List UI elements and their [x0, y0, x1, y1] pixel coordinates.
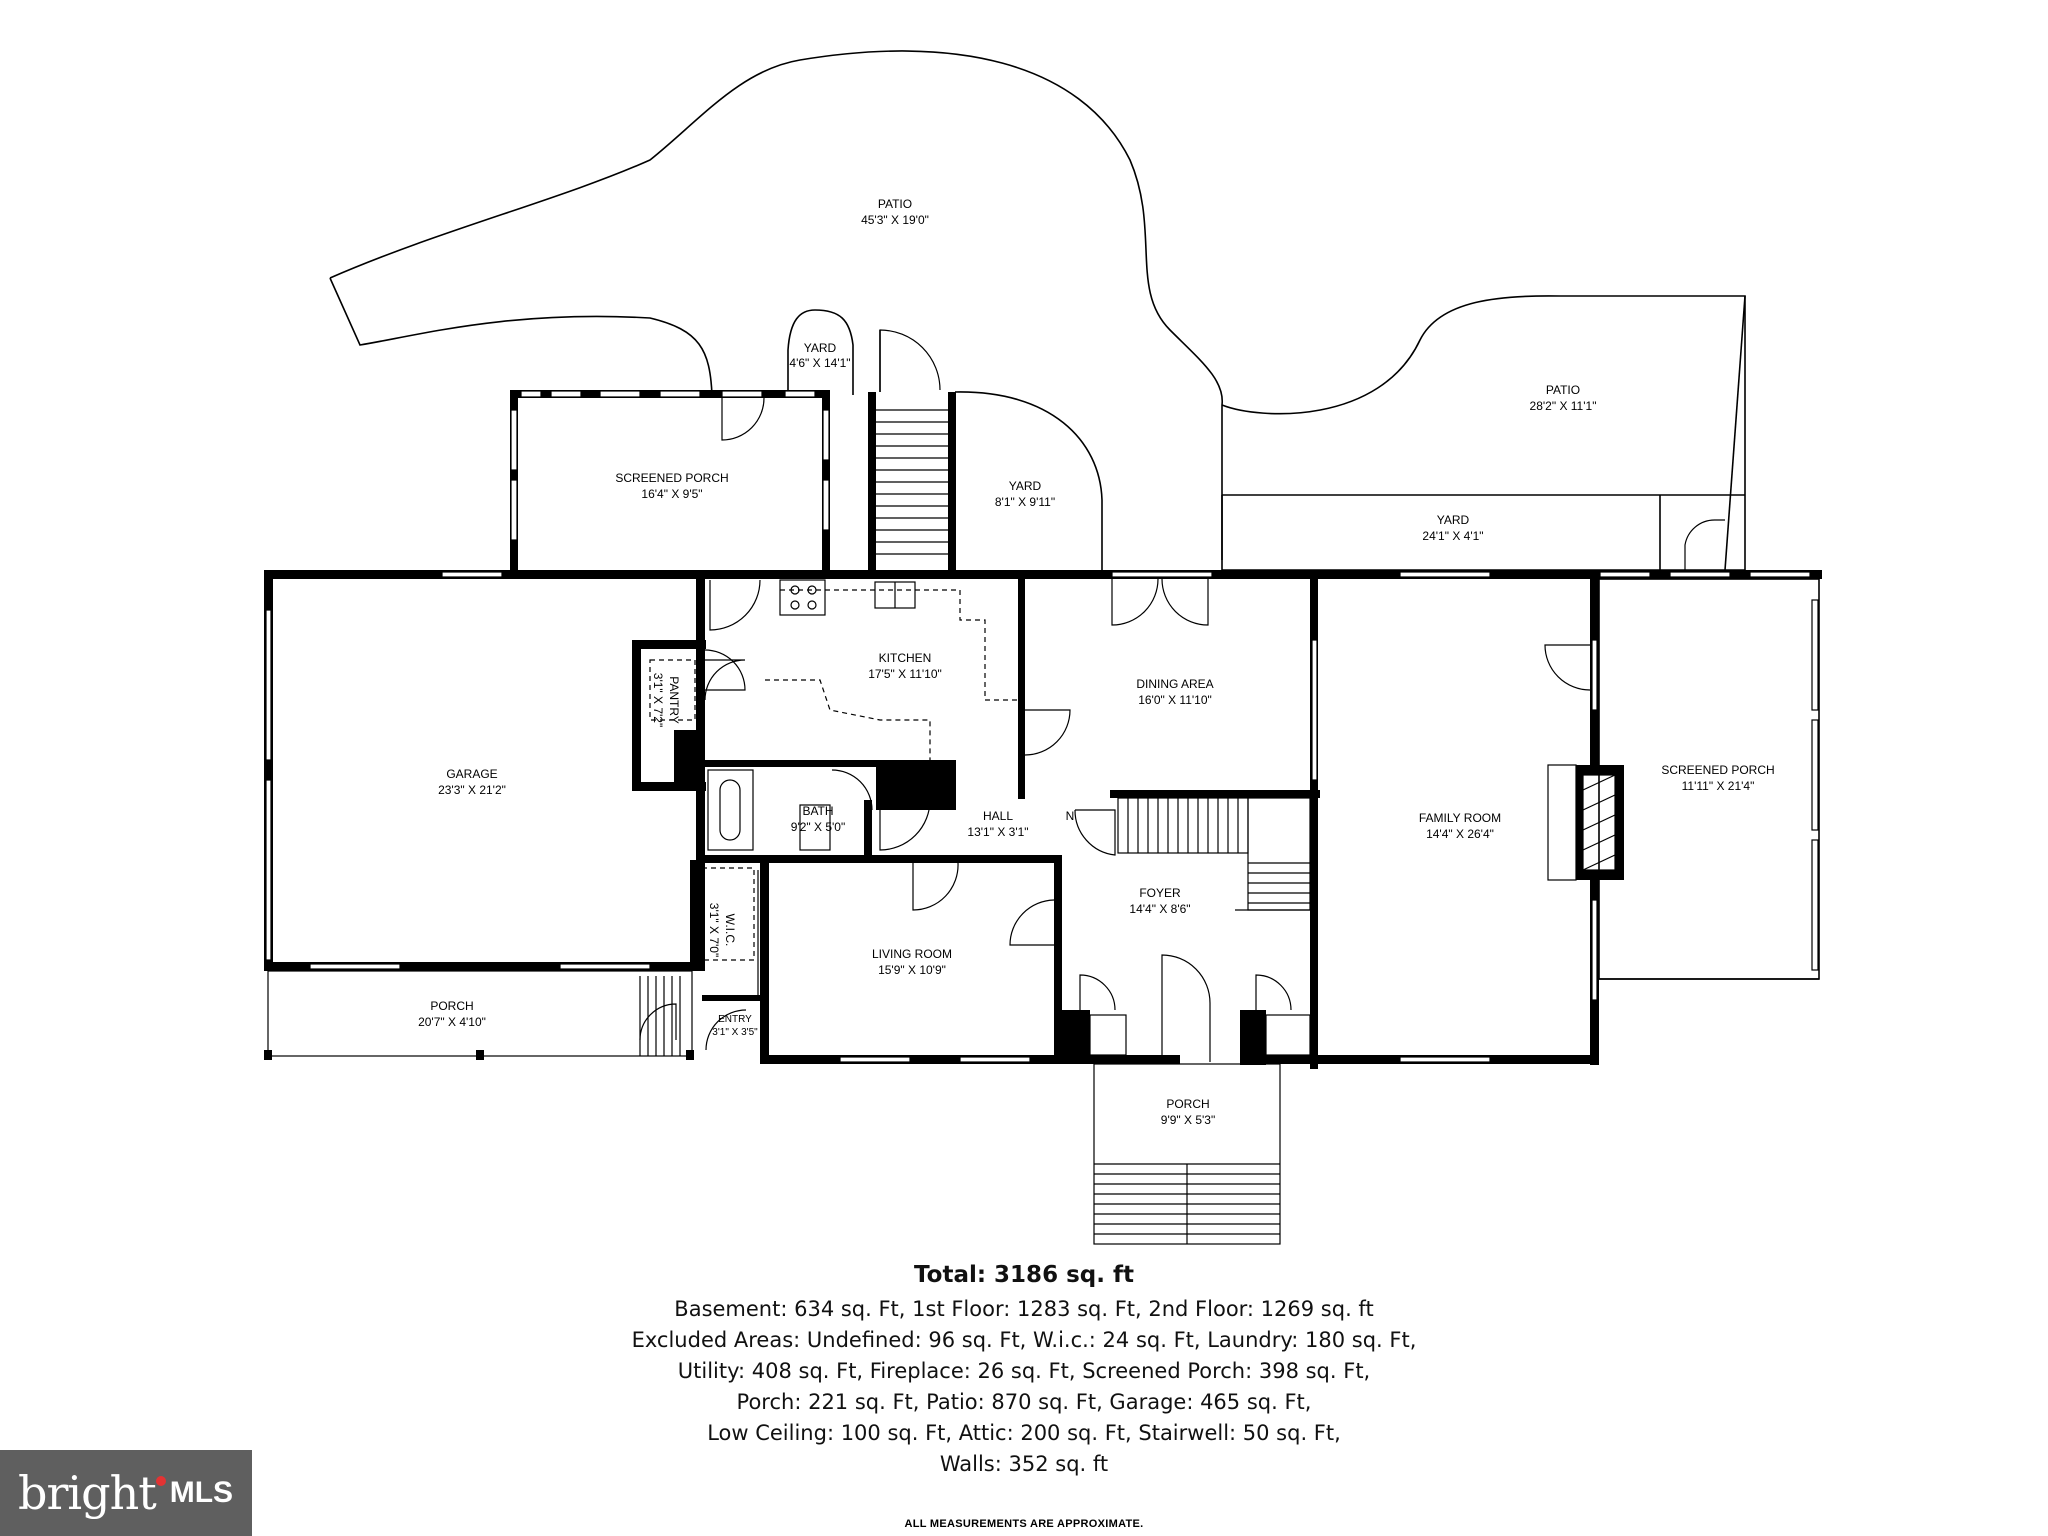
summary-line: Utility: 408 sq. Ft, Fireplace: 26 sq. F… [677, 1359, 1371, 1383]
svg-text:13'1" X 3'1": 13'1" X 3'1" [967, 825, 1028, 839]
svg-text:W.I.C.: W.I.C. [723, 914, 737, 947]
room-label-wic: W.I.C. 3'1" X 7'0" [707, 903, 737, 957]
svg-text:SCREENED PORCH: SCREENED PORCH [1661, 763, 1774, 777]
brand-name: bright [18, 1466, 157, 1520]
yard-mid-outline [954, 391, 1103, 570]
svg-text:17'5" X 11'10": 17'5" X 11'10" [868, 667, 942, 681]
room-label-kitchen: KITCHEN 17'5" X 11'10" [868, 651, 942, 681]
room-label-dining: DINING AREA 16'0" X 11'10" [1136, 677, 1213, 707]
svg-text:28'2" X 11'1": 28'2" X 11'1" [1530, 399, 1597, 413]
svg-text:3'1" X 3'5": 3'1" X 3'5" [712, 1027, 758, 1038]
area-summary: Total: 3186 sq. ft Basement: 634 sq. Ft,… [524, 1262, 1524, 1480]
svg-text:FOYER: FOYER [1139, 886, 1181, 900]
svg-text:YARD: YARD [1009, 479, 1042, 493]
svg-text:PATIO: PATIO [1546, 383, 1580, 397]
summary-line: Basement: 634 sq. Ft, 1st Floor: 1283 sq… [674, 1297, 1374, 1321]
room-label-bath: BATH 9'2" X 5'0" [791, 804, 845, 834]
brand-logo: bright MLS [0, 1450, 252, 1536]
room-labels: PATIO 45'3" X 19'0" YARD 4'6" X 14'1" SC… [418, 197, 1775, 1127]
svg-text:9'2" X 5'0": 9'2" X 5'0" [791, 820, 845, 834]
room-label-garage: GARAGE 23'3" X 21'2" [438, 767, 506, 797]
svg-text:GARAGE: GARAGE [446, 767, 497, 781]
compass-mark: N [1066, 809, 1075, 823]
yard-small-outline [787, 309, 854, 395]
svg-text:14'4" X 8'6": 14'4" X 8'6" [1129, 902, 1190, 916]
svg-text:PANTRY: PANTRY [667, 676, 681, 724]
svg-text:4'6" X 14'1": 4'6" X 14'1" [789, 356, 850, 370]
svg-text:HALL: HALL [983, 809, 1013, 823]
svg-text:15'9" X 10'9": 15'9" X 10'9" [878, 963, 946, 977]
svg-text:PORCH: PORCH [1166, 1097, 1209, 1111]
summary-line: Low Ceiling: 100 sq. Ft, Attic: 200 sq. … [707, 1421, 1341, 1445]
svg-text:YARD: YARD [804, 341, 837, 355]
floor-plan [264, 50, 1822, 1245]
room-label-entry: ENTRY 3'1" X 3'5" [712, 1014, 758, 1038]
room-label-living: LIVING ROOM 15'9" X 10'9" [872, 947, 952, 977]
svg-text:3'1" X 7'2": 3'1" X 7'2" [651, 673, 665, 727]
svg-text:PORCH: PORCH [430, 999, 473, 1013]
svg-text:11'11" X 21'4": 11'11" X 21'4" [1682, 779, 1755, 793]
svg-text:DINING AREA: DINING AREA [1136, 677, 1213, 691]
svg-text:24'1" X 4'1": 24'1" X 4'1" [1422, 529, 1483, 543]
room-label-porch-left: PORCH 20'7" X 4'10" [418, 999, 486, 1029]
patio-top-outline [329, 50, 1223, 560]
svg-text:16'0" X 11'10": 16'0" X 11'10" [1138, 693, 1212, 707]
summary-line: Porch: 221 sq. Ft, Patio: 870 sq. Ft, Ga… [736, 1390, 1312, 1414]
room-label-foyer: FOYER 14'4" X 8'6" [1129, 886, 1190, 916]
disclaimer: ALL MEASUREMENTS ARE APPROXIMATE. [904, 1518, 1144, 1530]
room-label-patio-top: PATIO 45'3" X 19'0" [861, 197, 929, 227]
svg-text:YARD: YARD [1437, 513, 1470, 527]
brand-accent-dot [155, 1476, 166, 1486]
room-label-yard-right: YARD 24'1" X 4'1" [1422, 513, 1483, 543]
svg-text:ENTRY: ENTRY [718, 1014, 752, 1025]
summary-line: Excluded Areas: Undefined: 96 sq. Ft, W.… [631, 1328, 1417, 1352]
svg-text:KITCHEN: KITCHEN [879, 651, 932, 665]
svg-text:3'1" X 7'0": 3'1" X 7'0" [707, 903, 721, 957]
svg-text:16'4" X 9'5": 16'4" X 9'5" [641, 487, 702, 501]
total-area: Total: 3186 sq. ft [914, 1262, 1134, 1288]
room-label-porch-front: PORCH 9'9" X 5'3" [1161, 1097, 1215, 1127]
svg-text:45'3" X 19'0": 45'3" X 19'0" [861, 213, 929, 227]
svg-text:14'4" X 26'4": 14'4" X 26'4" [1426, 827, 1494, 841]
svg-text:PATIO: PATIO [878, 197, 912, 211]
room-label-hall: HALL 13'1" X 3'1" [967, 809, 1028, 839]
svg-text:8'1" X 9'11": 8'1" X 9'11" [995, 495, 1055, 509]
room-label-pantry: PANTRY 3'1" X 7'2" [651, 673, 681, 727]
room-label-patio-right: PATIO 28'2" X 11'1" [1530, 383, 1597, 413]
svg-text:LIVING ROOM: LIVING ROOM [872, 947, 952, 961]
room-label-yard-small: YARD 4'6" X 14'1" [789, 341, 850, 370]
room-label-screened-porch-right: SCREENED PORCH 11'11" X 21'4" [1661, 763, 1774, 793]
brand-suffix: MLS [169, 1476, 234, 1509]
svg-text:23'3" X 21'2": 23'3" X 21'2" [438, 783, 506, 797]
svg-text:9'9" X 5'3": 9'9" X 5'3" [1161, 1113, 1215, 1127]
svg-text:SCREENED PORCH: SCREENED PORCH [615, 471, 728, 485]
svg-text:FAMILY ROOM: FAMILY ROOM [1419, 811, 1501, 825]
room-label-screened-porch-left: SCREENED PORCH 16'4" X 9'5" [615, 471, 728, 501]
summary-line: Walls: 352 sq. ft [939, 1452, 1109, 1476]
svg-text:20'7" X 4'10": 20'7" X 4'10" [418, 1015, 486, 1029]
room-label-yard-mid: YARD 8'1" X 9'11" [995, 479, 1055, 509]
patio-right-outline [1221, 295, 1746, 571]
svg-text:BATH: BATH [802, 804, 833, 818]
room-label-family: FAMILY ROOM 14'4" X 26'4" [1419, 811, 1501, 841]
